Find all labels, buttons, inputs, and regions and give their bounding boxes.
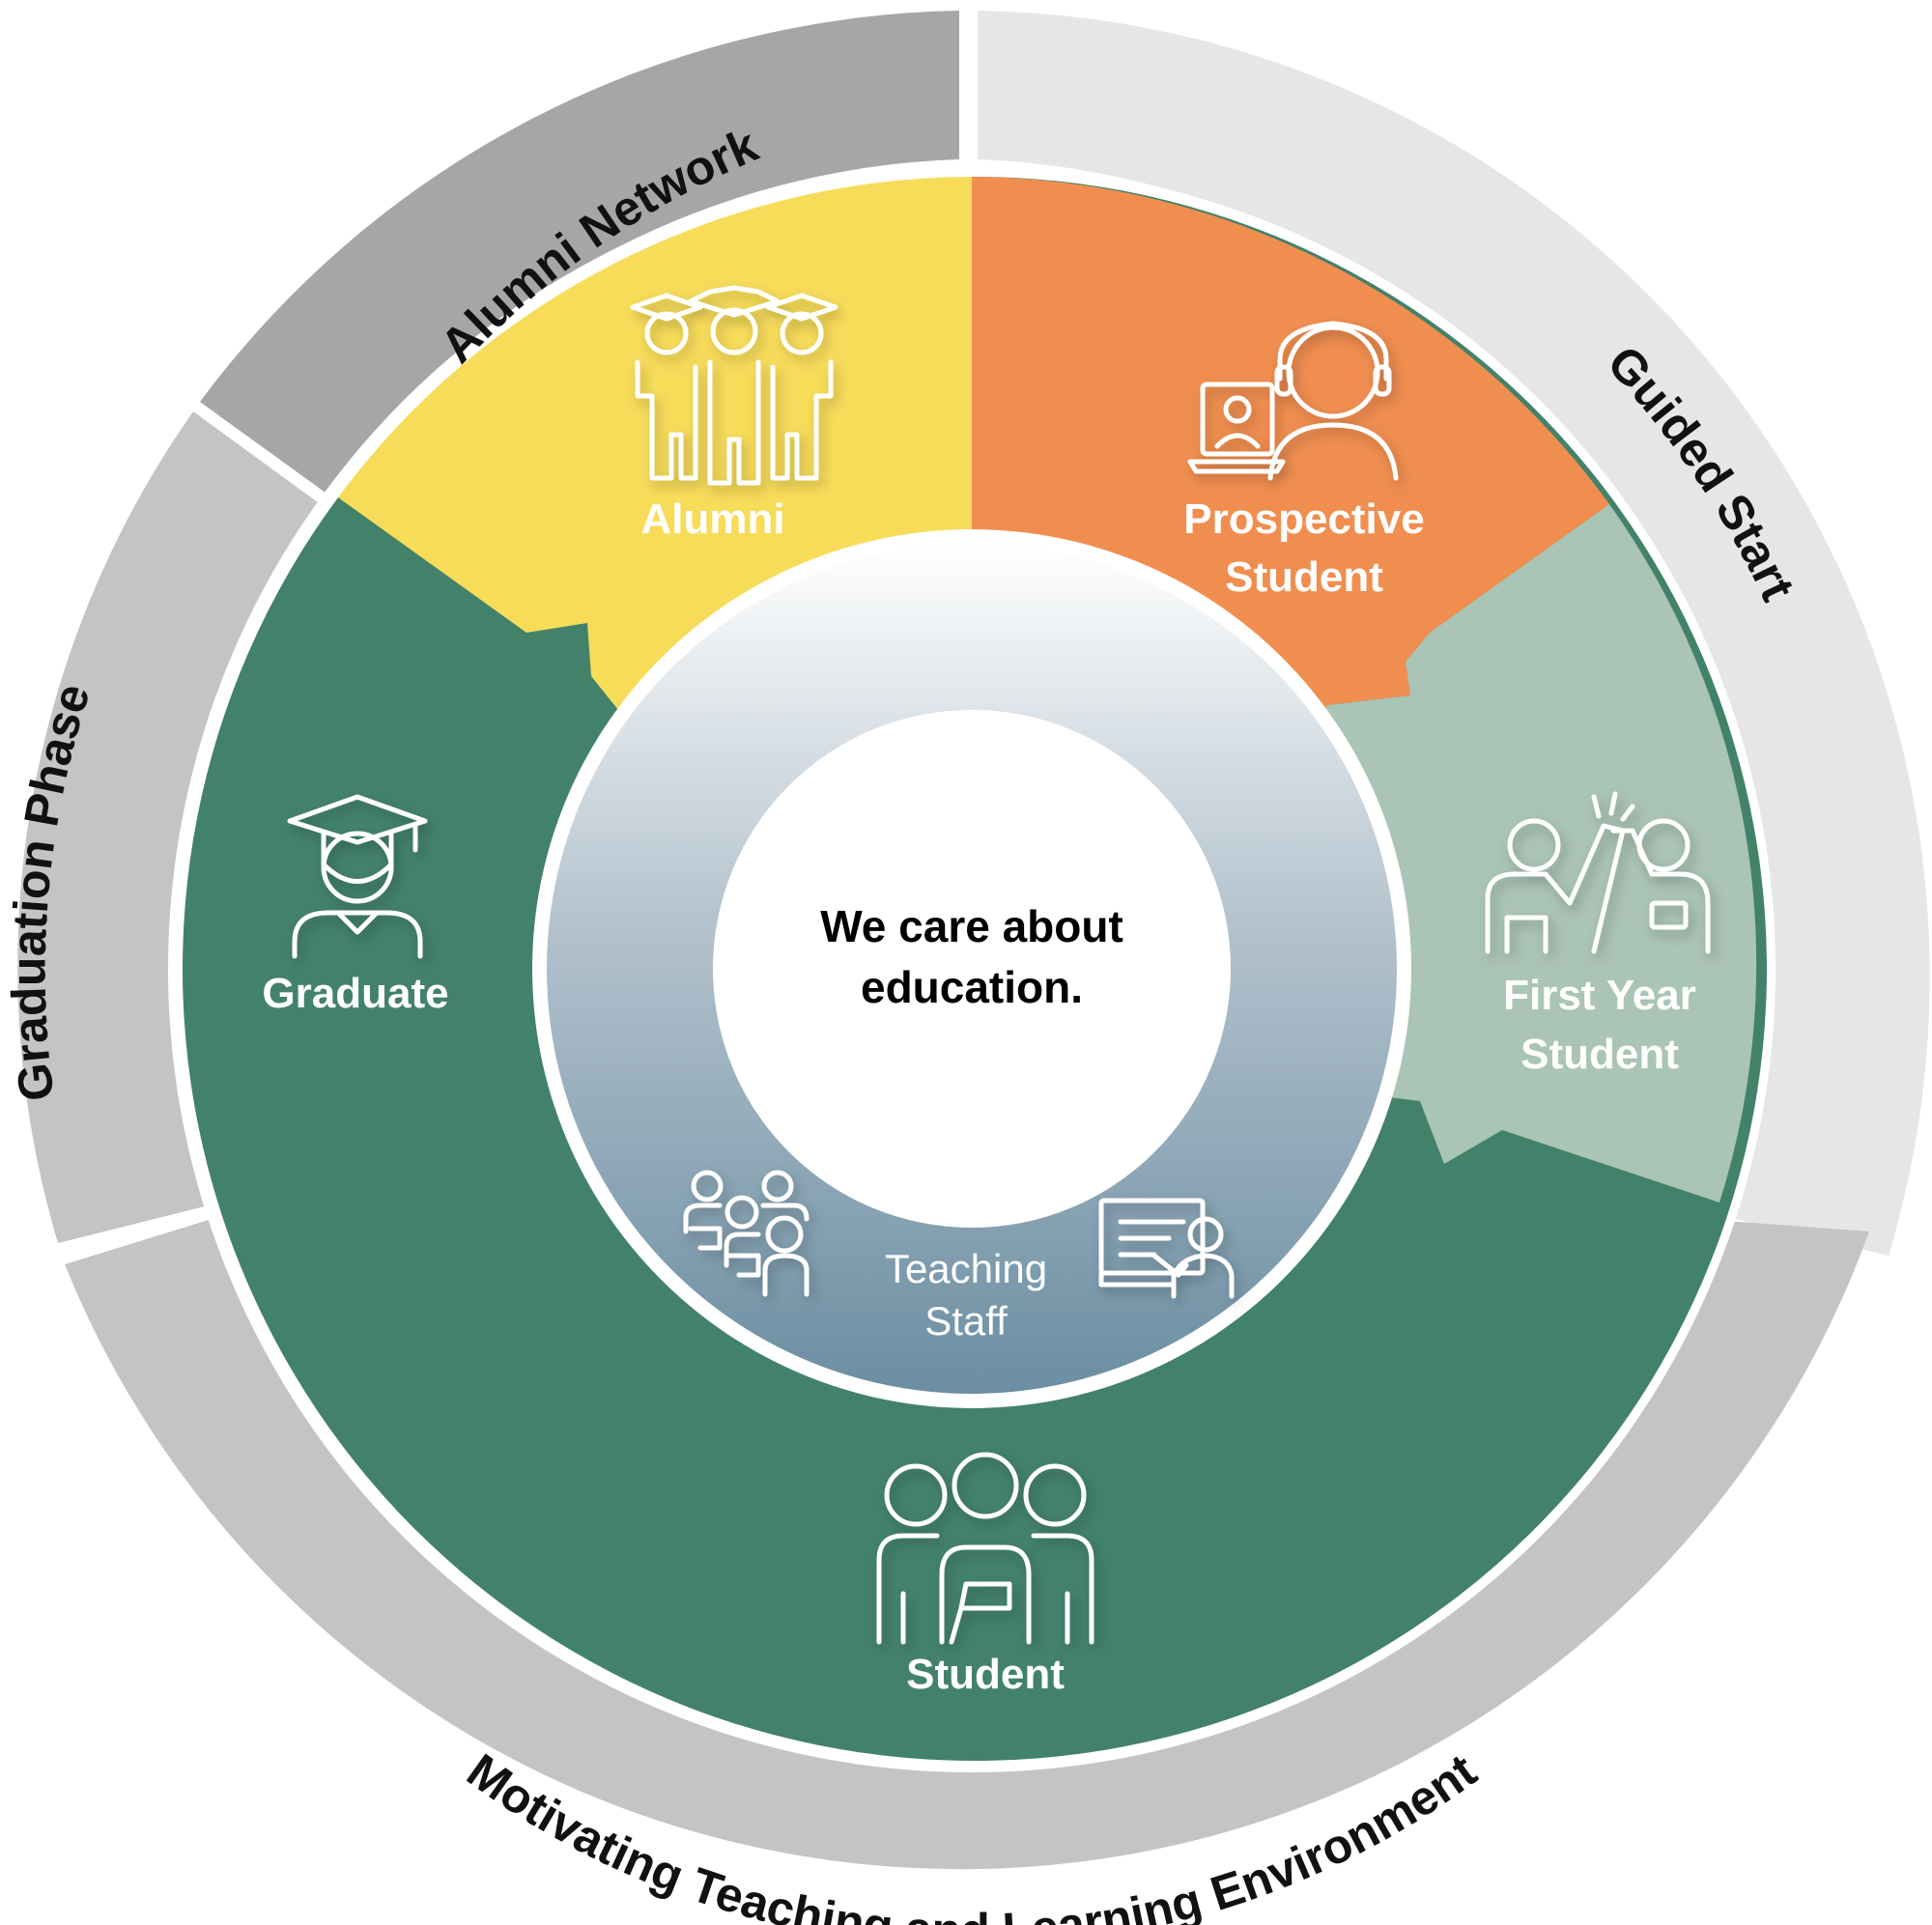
- label-student: Student: [906, 1651, 1065, 1698]
- label-graduate: Graduate: [262, 970, 448, 1017]
- label-prospective-line-2: Student: [1225, 553, 1383, 601]
- label-first-year-line-1: First Year: [1503, 972, 1696, 1019]
- center-text-line-1: We care about: [820, 901, 1123, 951]
- label-prospective-line-1: Prospective: [1183, 495, 1424, 543]
- graduate-cap-icon: [287, 794, 428, 959]
- student-group-icon: [876, 1452, 1094, 1645]
- label-teaching-staff-line-2: Staff: [924, 1298, 1008, 1344]
- presentation-board-icon: [1098, 1198, 1235, 1299]
- classroom-group-icon: [683, 1170, 810, 1297]
- center-circle: [713, 710, 1231, 1228]
- graduates-group-icon: [630, 285, 838, 486]
- high-five-icon: [1485, 791, 1711, 954]
- outer-ring-motivating-environment: [65, 1215, 1869, 1870]
- label-first-year-line-2: Student: [1520, 1031, 1679, 1078]
- outer-ring-graduation-phase: [17, 411, 323, 1243]
- outer-ring-alumni-network: [200, 11, 959, 495]
- center-text-line-2: education.: [861, 962, 1083, 1012]
- video-call-headset-icon: [1187, 321, 1399, 481]
- label-alumni: Alumni: [640, 495, 784, 543]
- label-teaching-staff-line-1: Teaching: [885, 1246, 1047, 1291]
- outer-ring-guided-start: [978, 11, 1930, 1256]
